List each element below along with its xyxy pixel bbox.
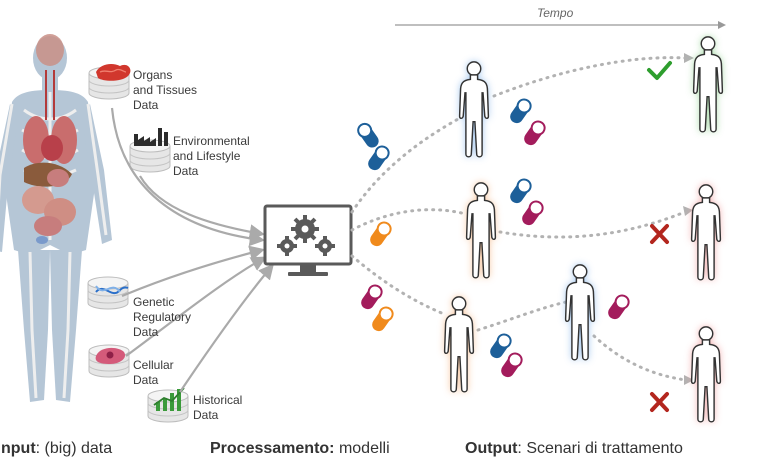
input-label-line: Data bbox=[133, 325, 159, 339]
caption-processing: Processamento: modelli bbox=[210, 440, 390, 458]
scenario-paths bbox=[350, 56, 688, 382]
pill-group-model-blue bbox=[357, 122, 390, 171]
pill-group-model-mixed bbox=[361, 284, 394, 332]
genetic-database-icon bbox=[87, 276, 129, 310]
input-label-line: Cellular bbox=[133, 358, 174, 372]
input-label-environment: Environmental and Lifestyle Data bbox=[173, 134, 250, 179]
cross-icon bbox=[650, 392, 669, 412]
model-monitor-icon bbox=[263, 204, 353, 276]
time-axis-label: Tempo bbox=[537, 6, 574, 20]
caption-input: nput: (big) data bbox=[1, 440, 112, 458]
outcome-figure-failure bbox=[690, 184, 722, 281]
input-label-line: Data bbox=[173, 164, 199, 178]
input-label-genetic: Genetic Regulatory Data bbox=[133, 295, 191, 340]
pill-model-orange bbox=[370, 221, 392, 247]
input-label-line: Data bbox=[133, 98, 159, 112]
pill-group-scenario-2 bbox=[510, 178, 544, 226]
patient-figure bbox=[465, 182, 497, 279]
cross-icon bbox=[650, 224, 669, 244]
input-label-line: Regulatory bbox=[133, 310, 192, 324]
input-label-line: Historical bbox=[193, 393, 243, 407]
input-label-cellular: Cellular Data bbox=[133, 358, 174, 388]
time-axis bbox=[395, 21, 726, 29]
input-label-historical: Historical Data bbox=[193, 393, 242, 423]
caption-processing-bold: Processamento: bbox=[210, 440, 335, 457]
pill-group-scenario-1 bbox=[510, 98, 546, 146]
caption-output-rest: : Scenari di trattamento bbox=[517, 440, 683, 457]
pill-group-scenario-3 bbox=[490, 333, 523, 378]
input-label-line: Data bbox=[133, 373, 159, 387]
input-label-line: Data bbox=[193, 408, 219, 422]
environment-database-icon bbox=[129, 128, 171, 173]
check-icon bbox=[647, 61, 672, 80]
path-arrowheads bbox=[683, 53, 694, 385]
outcome-figure-failure bbox=[690, 326, 722, 423]
historical-database-icon bbox=[147, 387, 189, 423]
input-label-line: Organs bbox=[133, 68, 173, 82]
organs-database-icon bbox=[88, 64, 131, 100]
input-label-line: and Tissues bbox=[133, 83, 198, 97]
patient-figure bbox=[564, 264, 596, 361]
input-label-line: and Lifestyle bbox=[173, 149, 241, 163]
caption-output: Output: Scenari di trattamento bbox=[465, 440, 683, 458]
anatomy-figure bbox=[0, 34, 112, 402]
outcome-figure-success bbox=[692, 36, 724, 133]
caption-processing-rest: modelli bbox=[334, 440, 390, 457]
pill-scenario-3-followup bbox=[608, 294, 630, 320]
patient-figure bbox=[458, 61, 490, 158]
patient-figure bbox=[443, 296, 475, 393]
input-arrows bbox=[110, 107, 274, 393]
caption-input-bold: nput bbox=[1, 440, 36, 457]
caption-output-bold: Output bbox=[465, 440, 518, 457]
input-label-line: Genetic bbox=[133, 295, 175, 309]
input-label-line: Environmental bbox=[173, 134, 250, 148]
cellular-database-icon bbox=[88, 344, 130, 378]
caption-input-rest: : (big) data bbox=[35, 440, 113, 457]
input-label-organs: Organs and Tissues Data bbox=[133, 68, 197, 113]
